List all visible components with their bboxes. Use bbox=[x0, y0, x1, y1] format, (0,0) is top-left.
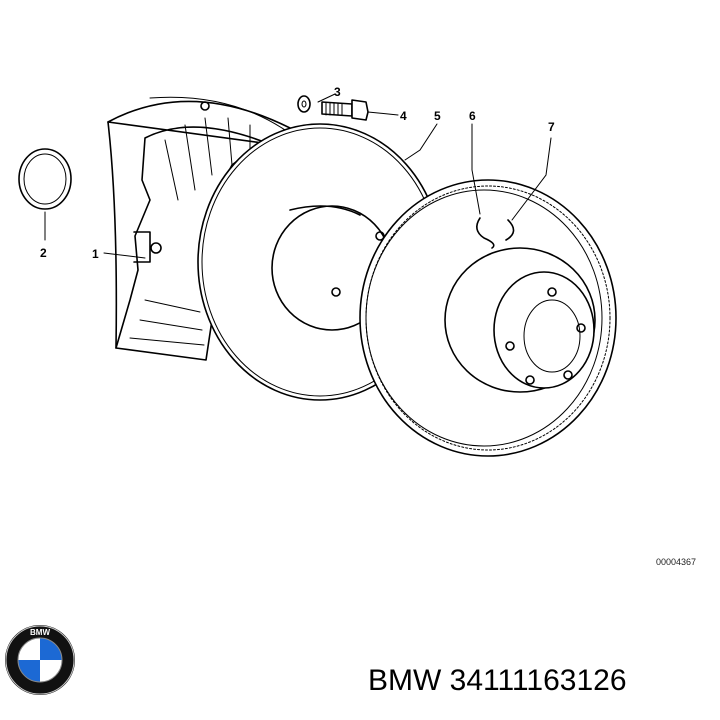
washer bbox=[297, 95, 311, 113]
callout-7: 7 bbox=[548, 120, 555, 134]
bmw-logo: BMW bbox=[5, 625, 75, 695]
callout-5: 5 bbox=[434, 109, 441, 123]
diagram-reference-code: 00004367 bbox=[656, 557, 697, 567]
sealing-ring bbox=[18, 148, 72, 210]
callout-3: 3 bbox=[334, 85, 341, 99]
part-number-caption: BMW 34111163126 bbox=[368, 664, 627, 697]
bmw-logo-text: BMW bbox=[30, 628, 50, 637]
hex-bolt bbox=[321, 99, 369, 121]
leader-lines bbox=[44, 93, 552, 259]
callout-1: 1 bbox=[92, 247, 99, 261]
callout-2: 2 bbox=[40, 246, 47, 260]
callout-4: 4 bbox=[400, 109, 407, 123]
callout-6: 6 bbox=[469, 109, 476, 123]
brake-disc-front-view bbox=[359, 179, 617, 457]
retaining-clip bbox=[476, 217, 515, 249]
